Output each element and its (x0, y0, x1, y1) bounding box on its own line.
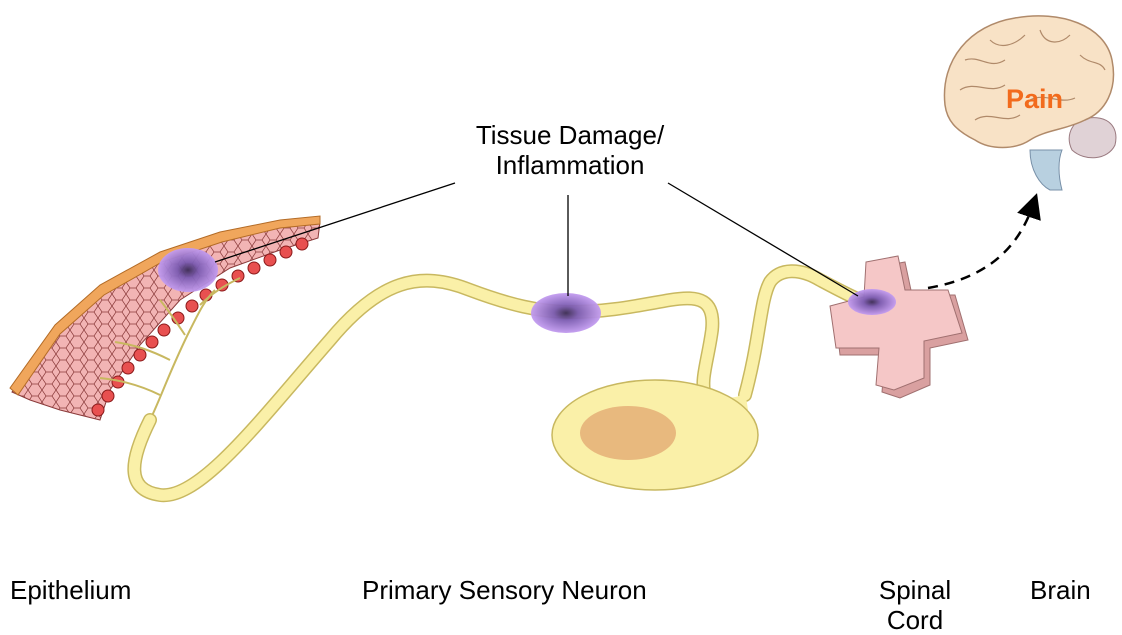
inflammation-site-epithelium (158, 248, 218, 292)
neuron-nucleus (580, 406, 676, 460)
callout-line-1: Tissue Damage/ (420, 120, 720, 150)
spinal-cord-section (830, 256, 968, 398)
caption-spinal-line-1: Spinal (860, 575, 970, 605)
pain-label: Pain (1006, 84, 1063, 114)
caption-primary-sensory-neuron: Primary Sensory Neuron (362, 575, 647, 605)
callout-tissue-damage: Tissue Damage/ Inflammation (420, 120, 720, 180)
caption-spinal-cord: Spinal Cord (860, 575, 970, 635)
epithelium-tissue (10, 216, 320, 420)
primary-sensory-neuron (134, 271, 860, 495)
caption-spinal-line-2: Cord (860, 605, 970, 635)
inflammation-site-axon (531, 293, 601, 333)
caption-epithelium: Epithelium (10, 575, 131, 605)
inflammation-site-spinal (848, 289, 896, 315)
brain-illustration: Pain (944, 16, 1116, 190)
caption-brain: Brain (1030, 575, 1091, 605)
ascending-arrow (928, 205, 1033, 288)
callout-line-2: Inflammation (420, 150, 720, 180)
